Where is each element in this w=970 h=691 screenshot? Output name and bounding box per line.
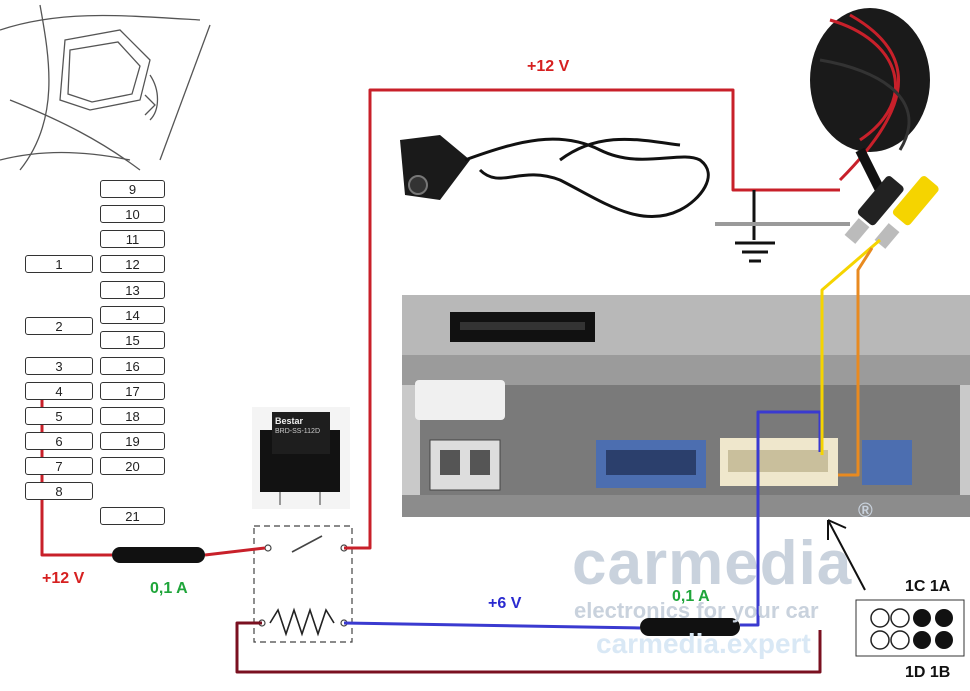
wires (37, 88, 881, 674)
fuse-slot: 5 (25, 407, 93, 425)
fuse-slot: 19 (100, 432, 165, 450)
pin-label-top: 1C 1A (905, 578, 951, 595)
coil-voltage-label: +6 V (488, 595, 522, 612)
left-voltage-label: +12 V (42, 570, 85, 587)
fuse-slot: 9 (100, 180, 165, 198)
fuse-slot: 11 (100, 230, 165, 248)
head-unit-photo (402, 295, 970, 517)
cable-bundle-photo (810, 8, 939, 249)
watermark-reg: ® (858, 500, 873, 522)
fuse-slot: 12 (100, 255, 165, 273)
watermark-brand: carmedia (572, 529, 853, 598)
watermark-site: carmedia.expert (596, 628, 811, 659)
watermark-tagline: electronics for your car (574, 598, 819, 623)
fuse-slot: 8 (25, 482, 93, 500)
fuse-slot: 2 (25, 317, 93, 335)
fuse-slot: 20 (100, 457, 165, 475)
left-fuse-current-label: 0,1 A (150, 580, 188, 597)
pointer-arrow (827, 519, 866, 591)
relay-photo (252, 407, 350, 509)
fuse-slot: 15 (100, 331, 165, 349)
relay-model: BRD-SS-112D (275, 428, 320, 435)
fuse-slot: 17 (100, 382, 165, 400)
fuse-slot: 13 (100, 281, 165, 299)
relay-brand: Bestar (275, 416, 304, 426)
fuse-slot: 6 (25, 432, 93, 450)
fuse-slot: 1 (25, 255, 93, 273)
fuse-slot: 4 (25, 382, 93, 400)
fuse-slot: 16 (100, 357, 165, 375)
dashboard-sketch (0, 4, 211, 171)
fuse-slot: 14 (100, 306, 165, 324)
fuse-slot: 10 (100, 205, 165, 223)
fuse-slot: 21 (100, 507, 165, 525)
right-fuse-current-label: 0,1 A (672, 588, 710, 605)
relay-schematic (253, 525, 353, 643)
top-voltage-label: +12 V (527, 58, 570, 75)
fuse-slot: 7 (25, 457, 93, 475)
fuse-slot: 18 (100, 407, 165, 425)
pin-diagram (855, 599, 965, 657)
camera-photo (400, 135, 710, 219)
fuse-slot: 3 (25, 357, 93, 375)
pin-label-bottom: 1D 1B (905, 664, 951, 681)
